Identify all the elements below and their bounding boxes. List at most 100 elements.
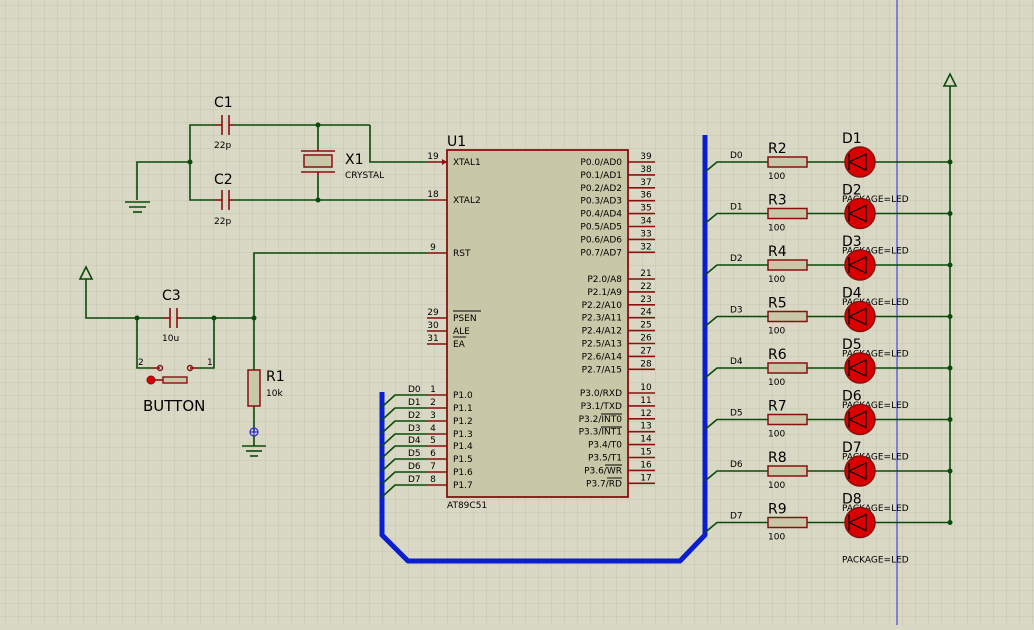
pin-name: P1.0	[453, 391, 473, 401]
pin-name: P3.5/T1	[588, 454, 622, 464]
pin-number: 6	[430, 449, 436, 459]
mcu-body[interactable]	[446, 149, 629, 498]
mcu-pin-8[interactable]: 8P1.7	[427, 475, 473, 491]
mcu-pin-2[interactable]: 2P1.1	[427, 398, 473, 414]
net-label: D6	[730, 460, 743, 470]
c2-value: 22p	[214, 217, 231, 227]
pin-name: XTAL2	[453, 196, 481, 206]
mcu-pin-3[interactable]: 3P1.2	[427, 411, 473, 427]
led-ref: D6	[842, 389, 862, 405]
button-label: BUTTON	[143, 397, 205, 415]
p1-wire-D6: D6	[381, 462, 427, 485]
pin-number: 23	[640, 295, 651, 305]
resistor-r1[interactable]: R1 10k	[247, 369, 285, 407]
input-arrow-icon	[442, 159, 447, 165]
led-package: PACKAGE=LED	[842, 247, 909, 257]
led-ref: D7	[842, 440, 862, 456]
r1-ref: R1	[266, 369, 285, 385]
pin-number: 32	[640, 242, 651, 252]
net-label: D2	[408, 411, 421, 421]
pin-number: 28	[640, 359, 652, 369]
mcu-pin-6[interactable]: 6P1.5	[427, 449, 473, 465]
capacitor-c1[interactable]: C1 22p	[214, 95, 233, 151]
pin-name: P3.7/RD	[586, 479, 622, 489]
pin-number: 33	[640, 229, 651, 239]
pin-name: P1.3	[453, 430, 473, 440]
pin-name: P2.2/A10	[582, 301, 623, 311]
power-terminal-icon	[78, 265, 94, 280]
resistor-ref: R9	[768, 502, 787, 518]
reset-button[interactable]: 2 1 BUTTON	[138, 358, 213, 415]
p1-wire-D1: D1	[381, 398, 427, 421]
resistor-ref: R6	[768, 347, 787, 363]
resistor-value: 100	[768, 430, 785, 440]
pin-number: 1	[430, 385, 436, 395]
mcu-pin-1[interactable]: 1P1.0	[427, 385, 473, 401]
crystal-x1[interactable]: X1 CRYSTAL	[301, 148, 384, 181]
net-label: D3	[408, 424, 421, 434]
led-ref: D8	[842, 492, 862, 508]
net-label: D0	[730, 151, 743, 161]
led-package: PACKAGE=LED	[842, 401, 909, 411]
capacitor-c2[interactable]: C2 22p	[214, 172, 233, 227]
resistor-value: 100	[768, 275, 785, 285]
button-actuator-icon[interactable]	[146, 375, 156, 385]
led-package: PACKAGE=LED	[842, 298, 909, 308]
mcu-pin-5[interactable]: 5P1.4	[427, 436, 473, 452]
mcu-u1[interactable]: U1 AT89C51 19XTAL118XTAL29RST29PSEN30ALE…	[427, 134, 655, 511]
pin-name: ALE	[453, 327, 470, 337]
capacitor-c3[interactable]: C3 10u	[162, 288, 181, 344]
pin-name: P0.3/AD3	[580, 197, 622, 207]
mcu-pin-7[interactable]: 7P1.6	[427, 462, 473, 478]
pin-number: 7	[430, 462, 436, 472]
pin-name: P1.7	[453, 481, 473, 491]
p1-wire-D2: D2	[381, 411, 427, 434]
pin-name: P2.6/A14	[582, 352, 623, 362]
mcu-pin-4[interactable]: 4P1.3	[427, 424, 473, 440]
